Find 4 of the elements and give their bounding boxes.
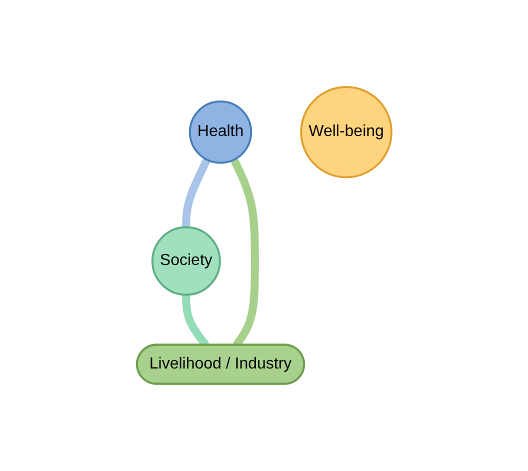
node-circle: Well-being <box>300 86 392 178</box>
node-circle: Society <box>151 226 221 296</box>
connector <box>182 158 210 228</box>
node-circle: Health <box>188 100 252 164</box>
